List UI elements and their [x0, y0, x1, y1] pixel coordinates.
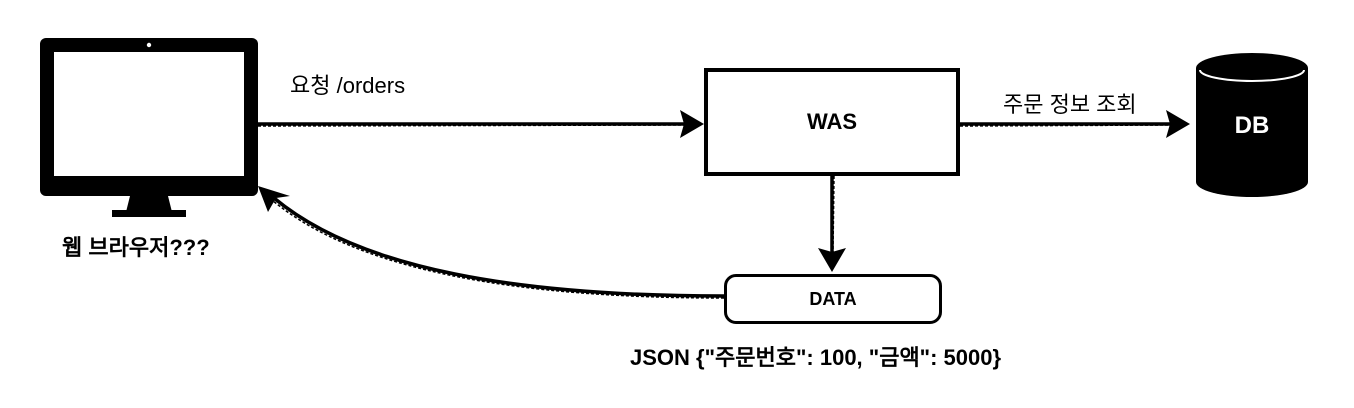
- db-query-arrow: [959, 110, 1190, 138]
- database-icon: [1196, 53, 1308, 197]
- request-arrow: [257, 110, 704, 138]
- browser-label: 웹 브라우저???: [62, 235, 210, 260]
- data-arrow: [818, 175, 846, 272]
- response-arrow: [258, 186, 725, 299]
- json-label: JSON {"주문번호": 100, "금액": 5000}: [630, 345, 1002, 370]
- data-label: DATA: [809, 288, 857, 309]
- monitor-icon: [40, 38, 258, 217]
- request-label: 요청 /orders: [290, 73, 406, 98]
- was-label: WAS: [806, 109, 858, 134]
- db-query-label: 주문 정보 조회: [1003, 92, 1137, 117]
- db-label: DB: [1234, 112, 1270, 139]
- was-box: WAS: [704, 68, 960, 176]
- data-box: DATA: [724, 274, 942, 324]
